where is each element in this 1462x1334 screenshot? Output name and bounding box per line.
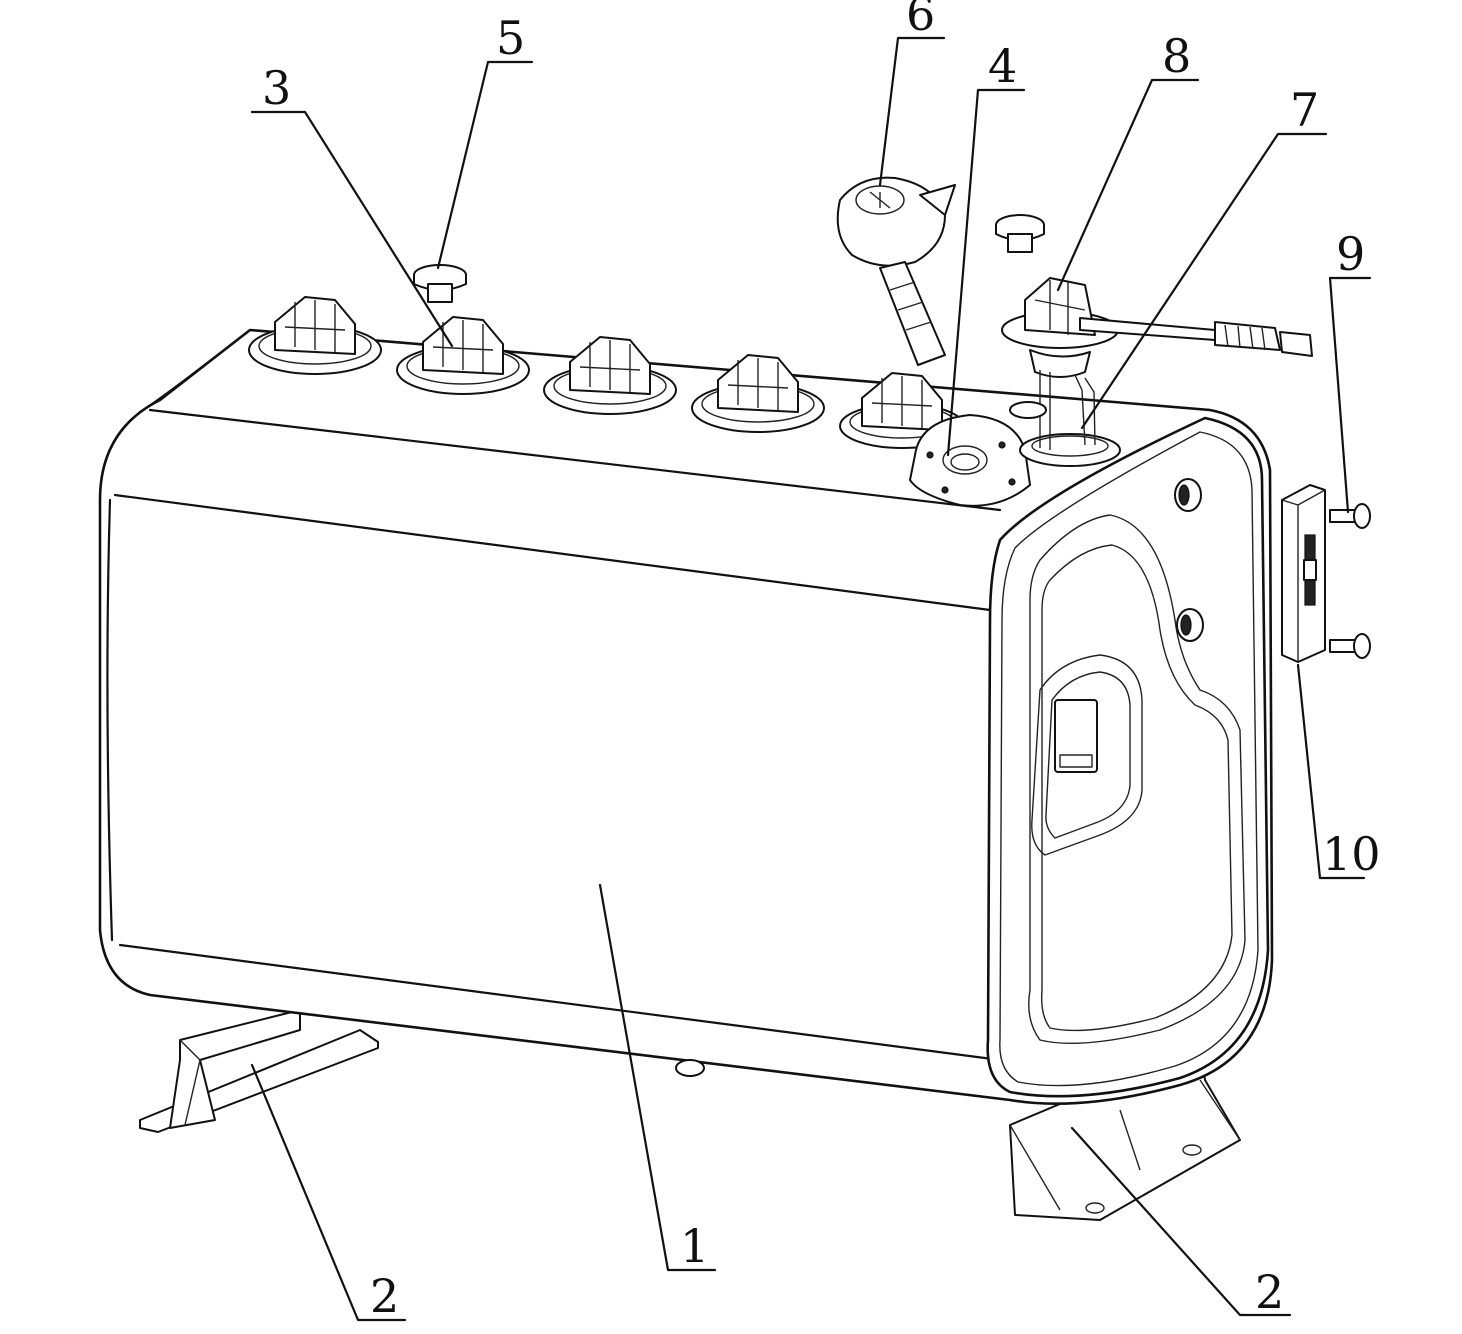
label-10: 10: [1322, 827, 1381, 881]
label-4: 4: [988, 39, 1017, 93]
label-2-left: 2: [370, 1269, 399, 1323]
label-2-right: 2: [1255, 1265, 1284, 1319]
valve-3: [543, 336, 677, 415]
screw-part: [1329, 503, 1371, 659]
label-9: 9: [1336, 227, 1365, 281]
leader-lines: [250, 36, 1372, 1322]
valve-1: [248, 296, 382, 375]
label-6: 6: [906, 0, 935, 41]
pipe-part: [1009, 370, 1121, 467]
valve-4: [691, 354, 825, 433]
top-valves: [248, 296, 965, 449]
left-support: [139, 1009, 379, 1133]
sensor-part: [1001, 277, 1313, 378]
part-labels: 1 2 2 3 4 5 6 7 8 9 10: [262, 0, 1381, 1323]
valve-2: [396, 316, 530, 395]
label-5: 5: [496, 11, 525, 65]
label-3: 3: [262, 61, 291, 115]
label-1: 1: [680, 1219, 709, 1273]
tank-body: [98, 328, 1274, 1105]
cap-part: [413, 214, 1045, 303]
label-8: 8: [1162, 29, 1191, 83]
filler-part: [836, 176, 956, 366]
label-7: 7: [1290, 83, 1319, 137]
flange-part: [909, 414, 1031, 507]
plate-part: [1281, 484, 1326, 663]
